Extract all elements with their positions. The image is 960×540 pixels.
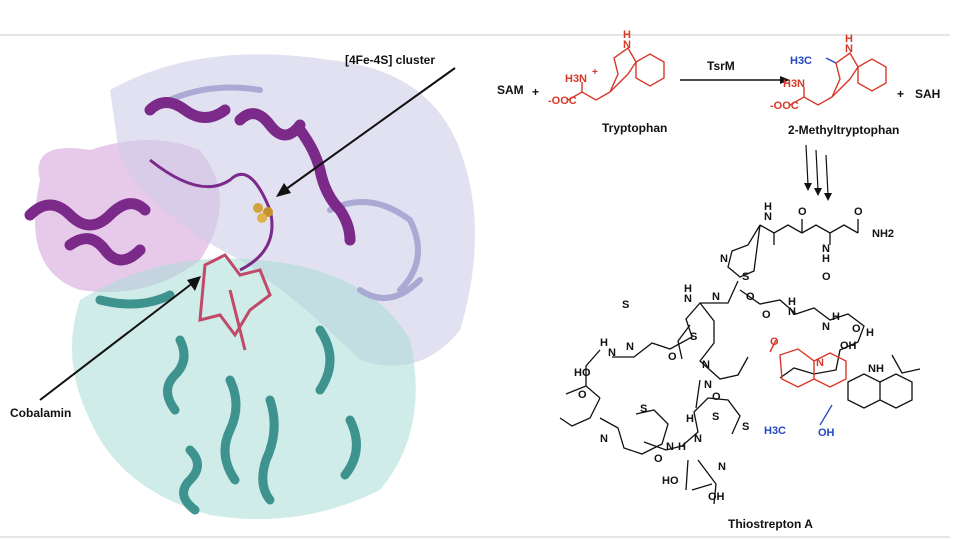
atom-label: H: [600, 337, 608, 349]
atom-label: N: [712, 291, 720, 303]
atom-label: N: [666, 441, 674, 453]
atom-label: H3N: [783, 78, 805, 90]
atom-label: N: [764, 211, 772, 223]
teal-surface: [72, 258, 416, 520]
atom-label: N: [623, 39, 631, 51]
atom-label: H: [686, 413, 694, 425]
plus-sign: +: [897, 87, 904, 101]
atom-label: N: [704, 379, 712, 391]
fe-s-cluster: [253, 203, 273, 223]
atom-label: O: [668, 351, 677, 363]
atom-label: N: [600, 433, 608, 445]
atom-label: S: [640, 403, 647, 415]
multistep-arrows: [805, 144, 829, 196]
atom-label: H3C: [790, 55, 812, 67]
tryptophan-label: Tryptophan: [602, 121, 667, 135]
atom-label: S: [742, 421, 749, 433]
cobalamin-label: Cobalamin: [10, 406, 71, 420]
atom-label: NH2: [872, 228, 894, 240]
atom-label: S: [690, 331, 697, 343]
sam-label: SAM: [497, 83, 524, 97]
atom-label: H3C: [764, 425, 786, 437]
cobalamin-domain-helices: [95, 290, 361, 515]
atom-label: HO: [574, 367, 591, 379]
atom-label: H: [623, 29, 631, 41]
methyltryptophan-label: 2-Methyltryptophan: [788, 123, 899, 137]
atom-labels: N H O O N H NH2 S N N O H N O N H O S N …: [574, 201, 894, 503]
atom-label: -OOC: [548, 95, 577, 107]
reaction-arrowhead: [780, 76, 790, 84]
sah-label: SAH: [915, 87, 940, 101]
methyltryptophan-structure: -OOC H3N H3C N H: [770, 33, 887, 112]
tryptophan-structure: -OOC H3N + N H: [548, 29, 665, 107]
atom-label: O: [798, 206, 807, 218]
atom-label: N: [788, 306, 796, 318]
atom-label: N: [684, 293, 692, 305]
atom-label: H: [866, 327, 874, 339]
atom-label: H: [678, 441, 686, 453]
atom-label: H: [788, 296, 796, 308]
cluster-label: [4Fe-4S] cluster: [345, 53, 435, 67]
atom-label: N: [702, 359, 710, 371]
atom-label: N: [694, 433, 702, 445]
atom-label: S: [712, 411, 719, 423]
atom-label: HO: [662, 475, 679, 487]
cobalamin-cofactor: [198, 253, 272, 351]
cobalamin-arrowhead: [187, 276, 201, 291]
cluster-arrowhead: [276, 183, 291, 197]
atom-label: O: [762, 309, 771, 321]
atom-label: -OOC: [770, 100, 799, 112]
atom-label: OH: [708, 491, 725, 503]
atom-label: NH: [868, 363, 884, 375]
protein-structure: [4Fe-4S] cluster Cobalamin: [10, 53, 475, 520]
atom-label: O: [822, 271, 831, 283]
enzyme-label: TsrM: [707, 59, 735, 73]
atom-label: N: [718, 461, 726, 473]
reaction-scheme: SAM + -OOC H3N + N H Tryptophan TsrM -OO…: [497, 29, 940, 201]
radical-sam-helices: [24, 97, 356, 266]
atom-label: OH: [840, 340, 857, 352]
atom-label: O: [654, 453, 663, 465]
loop: [149, 158, 274, 272]
atom-label: OH: [818, 427, 835, 439]
atom-label: H3N: [565, 73, 587, 85]
atom-label: O: [770, 336, 779, 348]
charge-label: +: [592, 67, 598, 78]
atom-label: O: [578, 389, 587, 401]
lavender-surface: [110, 54, 475, 366]
atom-label: O: [746, 291, 755, 303]
atom-label: N: [845, 43, 853, 55]
cluster-arrow: [281, 67, 456, 193]
atom-label: N: [626, 341, 634, 353]
atom-label: N: [822, 321, 830, 333]
atom-label: O: [852, 323, 861, 335]
atom-label: O: [854, 206, 863, 218]
atom-label: H: [832, 311, 840, 323]
atom-label: S: [622, 299, 629, 311]
atom-label: H: [822, 253, 830, 265]
atom-label: H: [684, 283, 692, 295]
cobalamin-arrow: [39, 281, 195, 401]
atom-label: N: [822, 243, 830, 255]
atom-label: H: [764, 201, 772, 213]
atom-label: O: [712, 391, 721, 403]
plus-sign: +: [532, 85, 539, 99]
atom-label: H: [845, 33, 853, 45]
thiostrepton-structure: N H O O N H NH2 S N N O H N O N H O S N …: [559, 201, 921, 531]
atom-label: N: [608, 347, 616, 359]
atom-label: N: [816, 357, 824, 369]
thiostrepton-label: Thiostrepton A: [728, 517, 813, 531]
atom-label: S: [742, 271, 749, 283]
atom-label: N: [720, 253, 728, 265]
